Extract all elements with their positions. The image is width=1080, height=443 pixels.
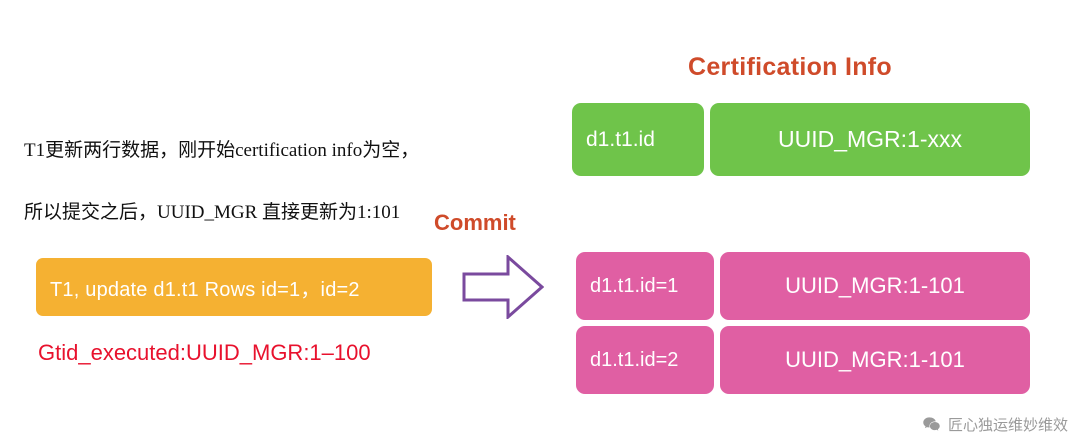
watermark: 匠心独运维妙维效 — [922, 414, 1068, 435]
cert-after-row-1-key-cell: d1.t1.id=1 — [576, 252, 714, 320]
cert-before-key-cell: d1.t1.id — [572, 103, 704, 176]
certification-info-title: Certification Info — [688, 53, 893, 81]
description-text: T1更新两行数据，刚开始certification info为空， 所以提交之后… — [24, 104, 494, 259]
wechat-icon — [922, 415, 941, 434]
cert-after-row-2-key-label: d1.t1.id=2 — [590, 348, 679, 371]
cert-after-row-1-value-label: UUID_MGR:1-101 — [785, 273, 965, 298]
cert-after-row-2-value-cell: UUID_MGR:1-101 — [720, 326, 1030, 394]
watermark-text: 匠心独运维妙维效 — [947, 417, 1068, 434]
cert-before-value-cell: UUID_MGR:1-xxx — [710, 103, 1030, 176]
transaction-box: T1, update d1.t1 Rows id=1，id=2 — [36, 258, 432, 316]
cert-after-row-1-key-label: d1.t1.id=1 — [590, 274, 679, 297]
cert-before-key-label: d1.t1.id — [586, 127, 655, 151]
description-line-2: 所以提交之后，UUID_MGR 直接更新为1:101 — [24, 202, 401, 223]
cert-after-row-2-value-label: UUID_MGR:1-101 — [785, 347, 965, 372]
transaction-box-label: T1, update d1.t1 Rows id=1，id=2 — [50, 278, 360, 301]
commit-label: Commit — [434, 210, 516, 235]
right-arrow-icon — [462, 253, 545, 321]
cert-after-row-1-value-cell: UUID_MGR:1-101 — [720, 252, 1030, 320]
cert-after-row-2-key-cell: d1.t1.id=2 — [576, 326, 714, 394]
description-line-1: T1更新两行数据，刚开始certification info为空， — [24, 140, 420, 161]
gtid-executed-text: Gtid_executed:UUID_MGR:1–100 — [38, 340, 371, 365]
cert-before-value-label: UUID_MGR:1-xxx — [777, 126, 962, 152]
